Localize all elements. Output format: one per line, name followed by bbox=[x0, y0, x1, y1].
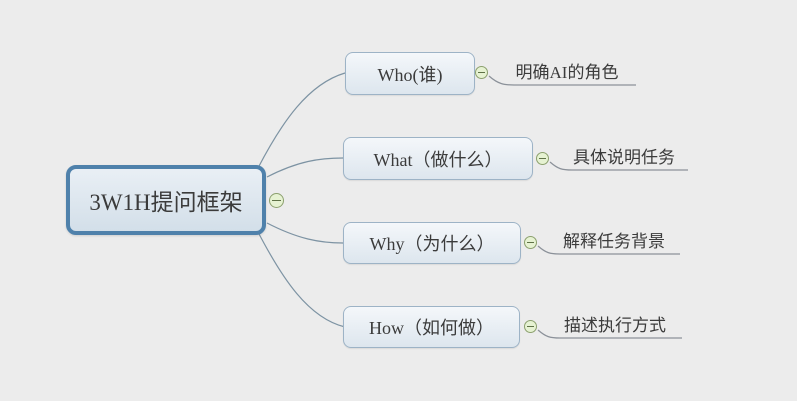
collapse-icon-root[interactable] bbox=[269, 193, 284, 208]
sub-label-how[interactable]: 描述执行方式 bbox=[564, 316, 666, 335]
label-line-what bbox=[549, 161, 688, 171]
minus-icon bbox=[272, 200, 281, 201]
collapse-icon-how[interactable] bbox=[524, 320, 537, 333]
connector-root-how bbox=[257, 231, 346, 328]
minus-icon bbox=[478, 72, 485, 73]
root-node[interactable]: 3W1H提问框架 bbox=[66, 165, 266, 235]
label-line-how bbox=[537, 329, 682, 339]
branch-node-why[interactable]: Why（为什么） bbox=[343, 222, 521, 264]
label-line-who bbox=[488, 75, 636, 86]
connector-root-who bbox=[257, 72, 346, 169]
collapse-icon-why[interactable] bbox=[524, 236, 537, 249]
label-line-why bbox=[537, 245, 680, 255]
minus-icon bbox=[527, 242, 534, 243]
connector-root-what bbox=[266, 157, 344, 178]
minus-icon bbox=[527, 326, 534, 327]
minus-icon bbox=[539, 158, 546, 159]
collapse-icon-what[interactable] bbox=[536, 152, 549, 165]
branch-node-how[interactable]: How（如何做） bbox=[343, 306, 520, 348]
branch-node-what[interactable]: What（做什么） bbox=[343, 137, 533, 180]
sub-label-why[interactable]: 解释任务背景 bbox=[563, 232, 665, 251]
connector-root-why bbox=[266, 222, 344, 244]
branch-node-who[interactable]: Who(谁) bbox=[345, 52, 475, 95]
collapse-icon-who[interactable] bbox=[475, 66, 488, 79]
sub-label-what[interactable]: 具体说明任务 bbox=[573, 148, 675, 167]
sub-label-who[interactable]: 明确AI的角色 bbox=[515, 63, 619, 82]
